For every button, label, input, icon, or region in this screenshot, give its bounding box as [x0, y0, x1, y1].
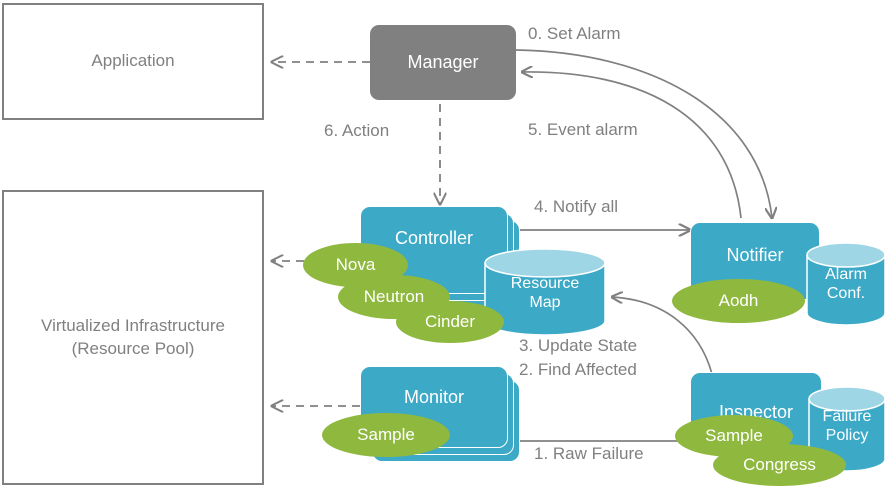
manager-label: Manager — [407, 52, 479, 72]
edge-set-alarm-curve — [515, 49, 772, 218]
monitor-box[interactable]: Monitor — [360, 366, 508, 448]
alarm-conf-cylinder-shape — [806, 242, 886, 326]
tag-monitor-sample-label: Sample — [357, 425, 415, 444]
edge-label-find-affected: 2. Find Affected — [519, 360, 637, 379]
edge-label-event-alarm: 5. Event alarm — [528, 120, 638, 139]
edge-event-alarm-curve — [522, 72, 742, 219]
edge-label-raw-failure: 1. Raw Failure — [534, 444, 644, 463]
tag-monitor-sample[interactable]: Sample — [322, 413, 450, 457]
tag-congress[interactable]: Congress — [713, 444, 846, 486]
alarm-conf-datastore[interactable]: Alarm Conf. — [806, 242, 886, 326]
monitor-label: Monitor — [403, 386, 465, 407]
tag-congress-label: Congress — [743, 455, 816, 474]
edge-label-notify-all: 4. Notify all — [534, 197, 619, 216]
tag-neutron-label: Neutron — [363, 287, 425, 306]
edge-label-action: 6. Action — [324, 121, 390, 140]
infrastructure-label: Virtualized Infrastructure (Resource Poo… — [41, 316, 225, 358]
tag-cinder[interactable]: Cinder — [396, 301, 504, 343]
notifier-label: Notifier — [726, 244, 784, 265]
application-label: Application — [91, 51, 175, 71]
tag-aodh-label: Aodh — [718, 291, 759, 310]
tag-inspector-sample-label: Sample — [705, 426, 763, 445]
controller-label: Controller — [394, 227, 474, 248]
manager-box[interactable]: Manager — [370, 25, 516, 100]
edge-label-set-alarm: 0. Set Alarm — [528, 24, 621, 43]
resource-map-cylinder-shape — [484, 248, 606, 336]
edge-label-update-state: 3. Update State — [519, 336, 638, 355]
infrastructure-box[interactable]: Virtualized Infrastructure (Resource Poo… — [2, 190, 264, 485]
tag-aodh[interactable]: Aodh — [672, 279, 805, 323]
application-box[interactable]: Application — [2, 3, 264, 120]
edge-update-state-curve — [612, 297, 713, 375]
tag-cinder-label: Cinder — [424, 312, 476, 331]
tag-nova-label: Nova — [335, 255, 376, 274]
